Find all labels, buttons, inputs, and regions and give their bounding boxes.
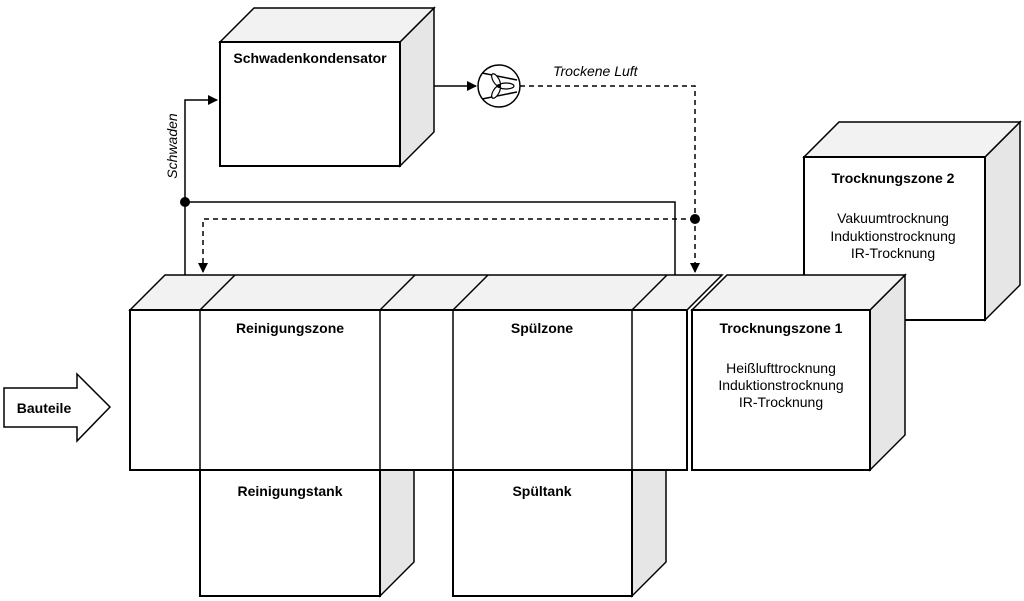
trocknungszone-1-box [690,273,907,472]
schwaden-line [184,95,218,202]
tz2-item: IR-Trocknung [851,245,935,261]
zone-strip [128,274,724,471]
label-schwadenkondensator: Schwadenkondensator [233,50,387,66]
fan-icon [477,64,521,108]
junction-dot-left [180,197,190,207]
dry-air-return-line [198,218,695,273]
label-bauteile: Bauteile [17,400,72,416]
trockene-luft-line [520,85,700,273]
reinigungstank-box [199,469,415,598]
label-spueltank: Spültank [512,483,571,499]
schwadenkondensator-box [218,6,436,168]
tz1-item: IR-Trocknung [739,394,823,410]
label-spuelzone: Spülzone [511,320,573,336]
tz1-item: Heißlufttrocknung [726,360,836,376]
schwaden-exhaust-line [184,201,676,275]
label-schwaden: Schwaden [164,113,180,179]
label-trocknungszone-1: Trocknungszone 1 [720,320,843,336]
label-trocknungszone-2: Trocknungszone 2 [832,170,955,186]
tz1-item: Induktionstrocknung [718,377,843,393]
label-reinigungszone: Reinigungszone [236,320,344,336]
spueltank-box [452,469,667,598]
junction-dot-right [690,214,700,224]
tz2-item: Induktionstrocknung [830,228,955,244]
tz2-item: Vakuumtrocknung [837,210,949,226]
label-reinigungstank: Reinigungstank [237,483,342,499]
label-trockene-luft: Trockene Luft [553,63,639,79]
bauteile-arrow [3,372,112,443]
